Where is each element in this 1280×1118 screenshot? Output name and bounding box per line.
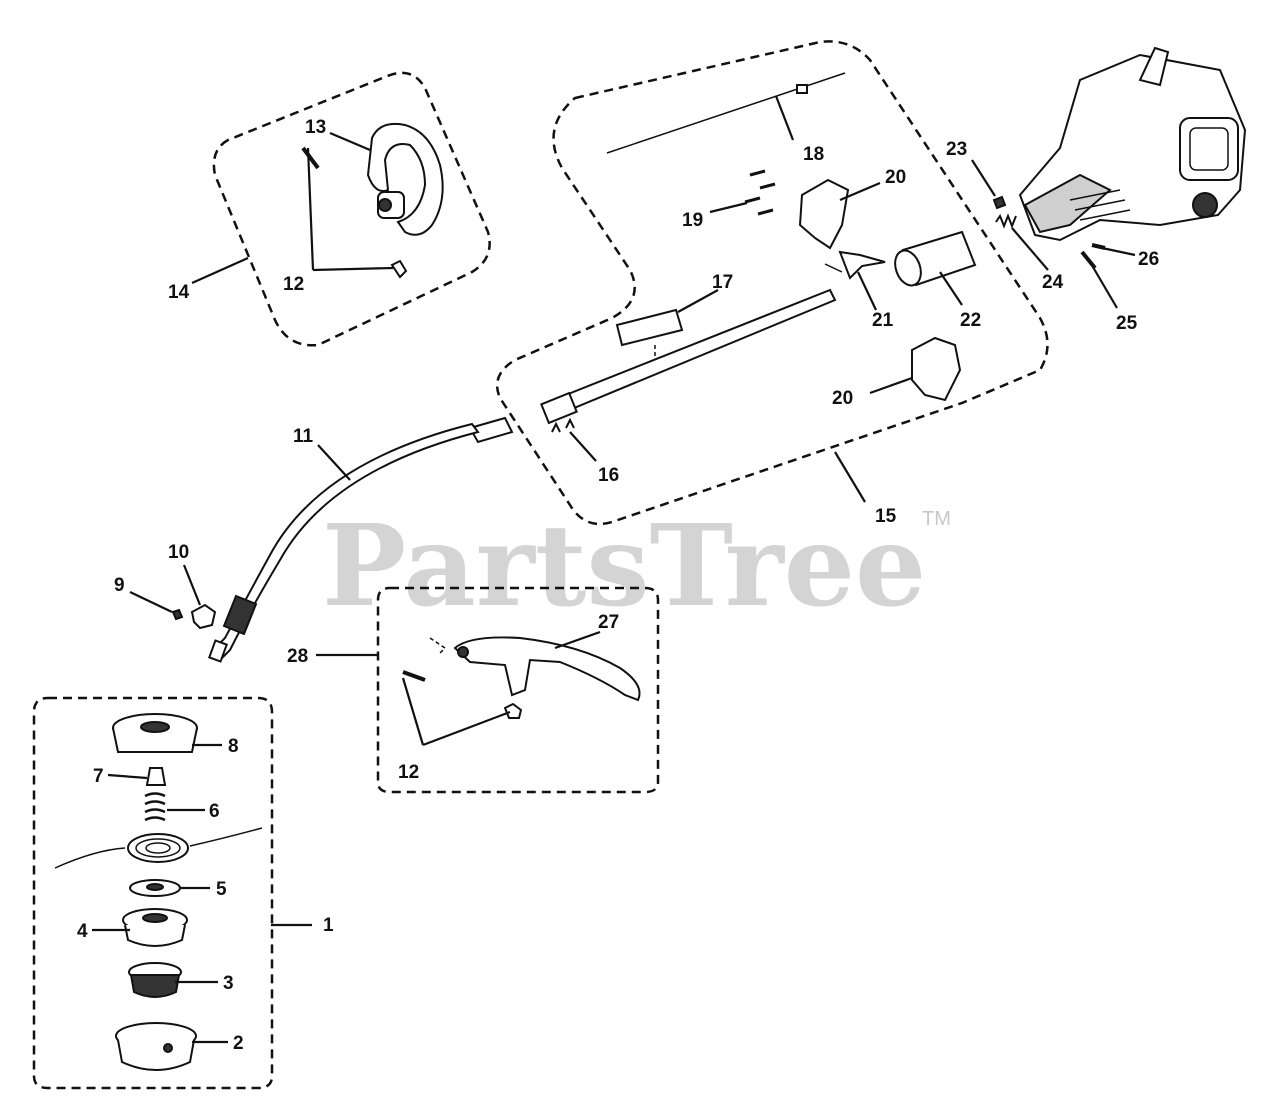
group-1-boundary <box>32 696 274 1090</box>
engine-part <box>1018 46 1247 242</box>
group-28-boundary <box>376 586 660 794</box>
callout-18: 18 <box>803 144 824 165</box>
shaft-clips-part <box>551 417 575 433</box>
callout-20-upper: 20 <box>885 167 906 188</box>
callout-22: 22 <box>960 310 981 331</box>
engine-screw-part <box>992 195 1007 210</box>
callout-12-rear-handle: 12 <box>283 274 304 295</box>
head-spring-part <box>144 792 166 822</box>
handle-bolt-part <box>301 146 320 170</box>
head-washer-part <box>129 879 181 897</box>
callout-9: 9 <box>114 575 125 596</box>
watermark-text: PartsTree <box>322 501 926 632</box>
watermark-tm: TM <box>922 508 951 530</box>
grip-tube-part <box>894 230 977 287</box>
callout-21: 21 <box>872 310 894 331</box>
lower-shaft-part <box>208 416 514 663</box>
engine-spring-part <box>995 213 1017 229</box>
callout-14: 14 <box>168 282 190 303</box>
callout-12-front-handle: 12 <box>398 762 419 783</box>
drive-bolt-part <box>128 962 182 998</box>
leader-lines <box>92 95 1136 1044</box>
callout-8: 8 <box>228 736 239 757</box>
group-14-boundary <box>212 71 491 347</box>
throttle-housing-upper-part <box>798 178 850 250</box>
callout-15: 15 <box>875 506 897 527</box>
throttle-housing-lower-part <box>911 336 962 402</box>
callout-1: 1 <box>323 915 334 936</box>
callout-17: 17 <box>712 272 733 293</box>
callout-13: 13 <box>305 117 326 138</box>
callout-10: 10 <box>168 542 189 563</box>
callout-19: 19 <box>682 210 703 231</box>
callout-11: 11 <box>293 426 314 447</box>
callout-24: 24 <box>1042 272 1064 293</box>
callout-26: 26 <box>1138 249 1159 270</box>
callout-4: 4 <box>77 921 88 942</box>
eyelet-part <box>145 767 167 786</box>
callout-7: 7 <box>93 766 104 787</box>
callout-27: 27 <box>598 612 619 633</box>
callout-5: 5 <box>216 879 227 900</box>
shaft-clamp-part <box>190 603 217 630</box>
shaft-label-part <box>615 308 684 347</box>
callout-20-lower: 20 <box>832 388 853 409</box>
handle-nut-part <box>390 259 408 279</box>
callout-6: 6 <box>209 801 220 822</box>
front-handle-nut-part <box>503 702 523 719</box>
throttle-cable-part <box>606 72 846 154</box>
callout-16: 16 <box>598 465 619 486</box>
callout-3: 3 <box>223 973 234 994</box>
trigger-part <box>838 250 886 280</box>
line-spool-part <box>54 827 263 869</box>
handle-loop-part <box>366 122 444 236</box>
callout-25: 25 <box>1116 313 1138 334</box>
front-handle-part <box>453 636 641 702</box>
head-cover-part <box>112 713 198 753</box>
callout-2: 2 <box>233 1033 244 1054</box>
callout-28: 28 <box>287 646 308 667</box>
group-15-boundary <box>495 40 1049 526</box>
pins-part <box>744 169 776 216</box>
inner-spool-part <box>122 908 188 947</box>
head-housing-part <box>115 1022 197 1071</box>
front-handle-bolt-part <box>402 670 426 682</box>
callout-23: 23 <box>946 139 967 160</box>
clamp-screw-part <box>171 608 184 621</box>
upper-shaft-part <box>541 288 837 420</box>
